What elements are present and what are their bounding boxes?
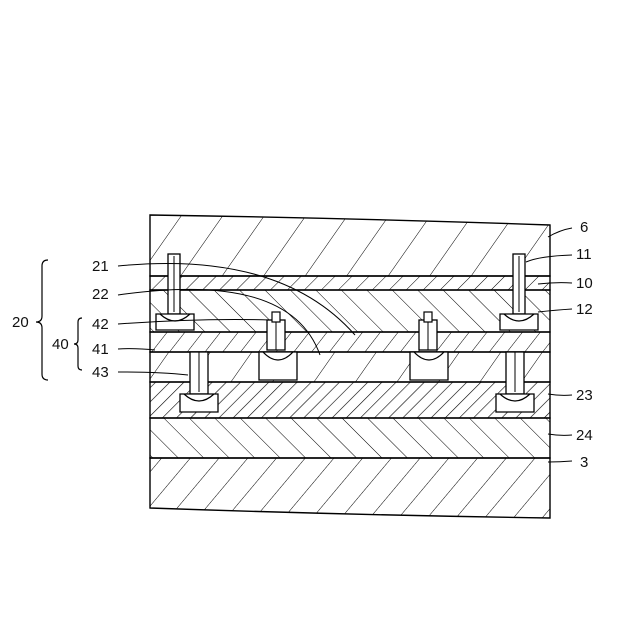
label-21: 21 <box>92 258 109 275</box>
label-40: 40 <box>52 336 69 353</box>
label-11: 11 <box>576 246 592 263</box>
label-24: 24 <box>576 427 593 444</box>
layer-12 <box>150 290 550 332</box>
label-12: 12 <box>576 301 593 318</box>
layer-10 <box>150 276 550 290</box>
layer-41 <box>150 332 550 352</box>
label-3: 3 <box>580 454 588 471</box>
layer-24 <box>150 418 550 458</box>
brace-20 <box>36 260 48 380</box>
label-42: 42 <box>92 316 109 333</box>
label-23: 23 <box>576 387 593 404</box>
label-43: 43 <box>92 364 109 381</box>
layer-3 <box>150 458 550 518</box>
label-41: 41 <box>92 341 109 358</box>
label-6: 6 <box>580 219 588 236</box>
layer-6 <box>150 215 550 276</box>
label-10: 10 <box>576 275 593 292</box>
layer-43 <box>150 352 550 382</box>
brace-40 <box>74 318 82 370</box>
label-22: 22 <box>92 286 109 303</box>
label-20: 20 <box>12 314 29 331</box>
